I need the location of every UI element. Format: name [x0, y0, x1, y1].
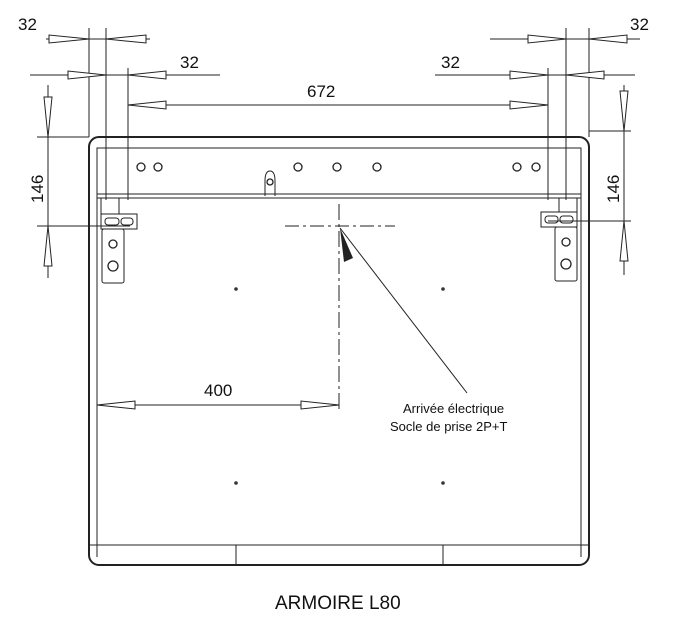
dimension-text-left-second: 32 — [180, 53, 199, 72]
reference-dot — [234, 287, 238, 291]
rail-hook — [264, 170, 276, 196]
dimension-text-400: 400 — [204, 381, 232, 400]
rail-hole — [332, 162, 342, 172]
cabinet-outline — [88, 136, 590, 566]
dimension-text-right-146: 146 — [604, 175, 623, 203]
rail-hole — [531, 162, 541, 172]
dimension-right-second-32 — [435, 70, 635, 80]
electrical-leader — [339, 227, 468, 394]
left-hinge-bracket — [100, 197, 138, 284]
rail-hole — [136, 162, 146, 172]
mounting-rail — [96, 147, 582, 199]
dimension-text-left-146: 146 — [28, 175, 47, 203]
dimension-top-left-32 — [46, 34, 150, 44]
dimension-text-672: 672 — [307, 82, 335, 101]
dimension-width-672 — [127, 100, 549, 110]
outlet-centerlines — [285, 204, 395, 410]
dimension-text-top-right: 32 — [630, 15, 649, 34]
annotation-line-1: Arrivée électrique — [403, 401, 504, 416]
drawing-title: ARMOIRE L80 — [275, 593, 401, 614]
reference-dot — [441, 287, 445, 291]
extension-lines — [37, 28, 631, 227]
right-hinge-bracket — [540, 197, 578, 282]
rail-hole — [293, 162, 303, 172]
annotation-line-2: Socle de prise 2P+T — [390, 419, 507, 434]
reference-dot — [234, 481, 238, 485]
dimension-left-second-32 — [30, 70, 220, 80]
dimension-height-left-146 — [43, 85, 53, 278]
rail-hole — [153, 162, 163, 172]
dimension-offset-400 — [96, 400, 340, 410]
dimension-top-right-32 — [490, 34, 640, 44]
dimension-height-right-146 — [619, 85, 629, 275]
dimension-text-top-left: 32 — [18, 15, 37, 34]
rail-hole — [372, 162, 382, 172]
dimension-text-right-second: 32 — [441, 53, 460, 72]
reference-dot — [441, 481, 445, 485]
rail-hole — [512, 162, 522, 172]
